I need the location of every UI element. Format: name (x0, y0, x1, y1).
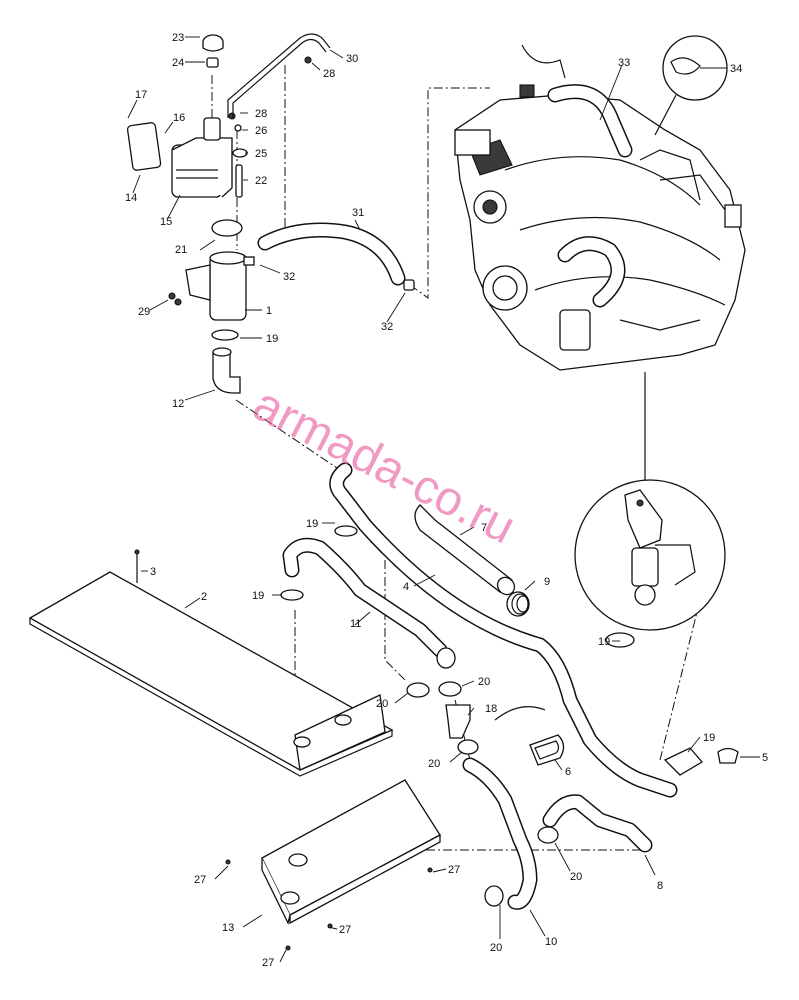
vent-fittings (228, 56, 312, 198)
callout-14: 14 (125, 192, 137, 204)
callout-7: 7 (481, 522, 487, 534)
filler-cap (202, 34, 224, 68)
callout-34: 34 (730, 63, 742, 75)
callout-9: 9 (544, 576, 550, 588)
callout-13: 13 (222, 922, 234, 934)
callout-32-right: 32 (381, 321, 393, 333)
callout-19-top: 19 (266, 333, 278, 345)
callout-4: 4 (403, 581, 409, 593)
radiator (225, 779, 441, 951)
hose-31 (257, 222, 415, 291)
callout-18: 18 (485, 703, 497, 715)
callout-6: 6 (565, 766, 571, 778)
callout-20-lower: 20 (570, 871, 582, 883)
callout-31: 31 (352, 207, 364, 219)
leader-lines (127, 36, 760, 963)
callout-19-thermo: 19 (703, 732, 715, 744)
callout-28-top: 28 (255, 108, 267, 120)
callout-20-bottom: 20 (490, 942, 502, 954)
callout-28: 28 (323, 68, 335, 80)
callout-27-left: 27 (194, 874, 206, 886)
callout-24: 24 (172, 57, 184, 69)
watermark-text: armada-co.ru (245, 378, 523, 555)
callout-23: 23 (172, 32, 184, 44)
callout-1: 1 (266, 305, 272, 317)
o-ring-detail (654, 35, 728, 136)
callout-22: 22 (255, 175, 267, 187)
callout-20-left: 20 (376, 698, 388, 710)
callout-17: 17 (135, 89, 147, 101)
callout-33: 33 (618, 57, 630, 69)
callout-29: 29 (138, 306, 150, 318)
coolant-reservoir (168, 219, 255, 321)
gasket (494, 706, 565, 766)
vent-tube (227, 33, 331, 118)
overflow-tank (126, 117, 233, 198)
callout-8: 8 (657, 880, 663, 892)
thermostat-detail (574, 372, 726, 631)
hose-10 (462, 757, 538, 910)
hose-11 (280, 525, 456, 669)
callout-15: 15 (160, 216, 172, 228)
reservoir-elbow (211, 329, 241, 394)
vent-tube-edge (232, 38, 327, 118)
hose-8 (537, 794, 653, 853)
hose-4 (329, 462, 678, 798)
tee-connector (406, 681, 479, 755)
callout-32-left: 32 (283, 271, 295, 283)
callout-12: 12 (172, 398, 184, 410)
callout-26: 26 (255, 125, 267, 137)
callout-5: 5 (762, 752, 768, 764)
spring (506, 591, 530, 617)
callout-21: 21 (175, 244, 187, 256)
callout-19-hose: 19 (306, 518, 318, 530)
radiator-shroud-panel (28, 549, 394, 777)
callout-19-left: 19 (252, 590, 264, 602)
callout-16: 16 (173, 112, 185, 124)
callout-11: 11 (350, 618, 361, 630)
thermostat-hose-clamps (605, 632, 739, 776)
callout-27-right: 27 (448, 864, 460, 876)
callout-20-right: 20 (478, 676, 490, 688)
callout-19-right: 19 (598, 636, 610, 648)
sleeve (414, 504, 516, 596)
callout-10: 10 (545, 936, 557, 948)
callout-30: 30 (346, 53, 358, 65)
callout-25: 25 (255, 148, 267, 160)
callout-27-bottom: 27 (262, 957, 274, 969)
callout-3: 3 (150, 566, 156, 578)
callout-2: 2 (201, 591, 207, 603)
callout-27-mid: 27 (339, 924, 351, 936)
callout-labels: 23 24 17 16 14 15 21 28 26 25 22 28 30 3… (125, 32, 768, 969)
engine-assembly (454, 44, 746, 371)
callout-20-mid: 20 (428, 758, 440, 770)
